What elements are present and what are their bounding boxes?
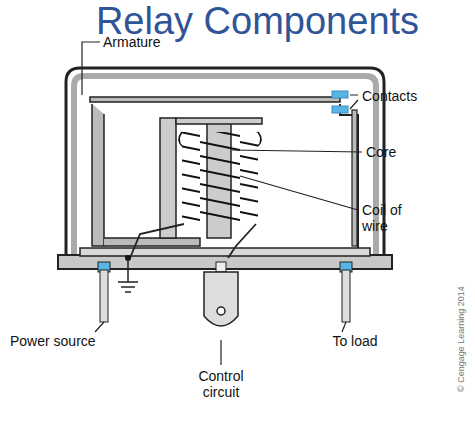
part-label: Contacts (362, 88, 417, 104)
part-label: Coil of wire (362, 202, 422, 234)
terminal-label: To load (330, 333, 380, 349)
watermark: © Cengage Learning 2014 (456, 286, 466, 392)
part-label: Armature (103, 34, 161, 50)
part-label: Core (366, 144, 396, 160)
terminal-label: Power source (10, 333, 100, 349)
terminal-label: Control circuit (186, 368, 256, 400)
